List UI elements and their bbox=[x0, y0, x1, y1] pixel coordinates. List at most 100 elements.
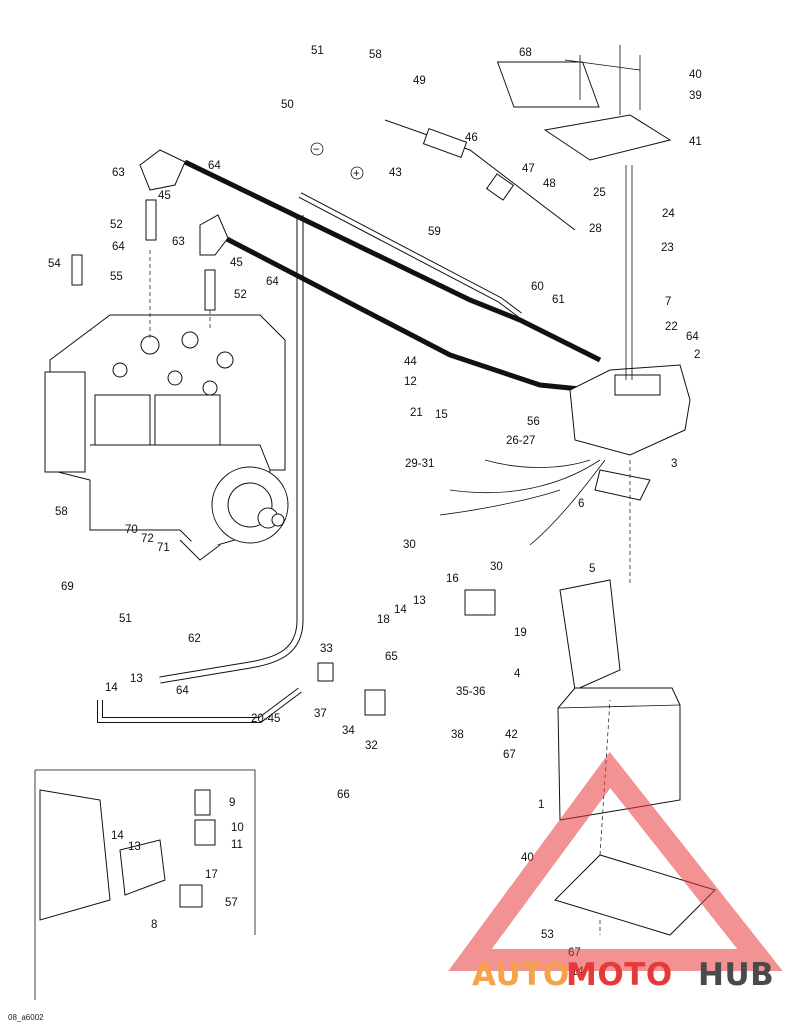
callout-63: 63 bbox=[112, 167, 125, 179]
strap-6 bbox=[594, 469, 651, 501]
battery-rack-41 bbox=[543, 45, 672, 161]
callout-38: 38 bbox=[451, 729, 464, 741]
callout-37: 37 bbox=[314, 708, 327, 720]
minus-symbol: − bbox=[313, 144, 320, 156]
callout-24: 24 bbox=[662, 208, 675, 220]
watermark-moto: MOTO bbox=[566, 957, 673, 993]
callout-11: 11 bbox=[231, 839, 243, 851]
engine-block bbox=[44, 314, 289, 561]
plus-symbol: + bbox=[353, 168, 360, 180]
callout-51: 51 bbox=[311, 45, 324, 57]
callout-56: 56 bbox=[527, 416, 540, 428]
callout-34: 34 bbox=[342, 725, 355, 737]
battery-cable-46 bbox=[384, 119, 576, 231]
hose-51-upper-inner bbox=[252, 57, 306, 216]
callout-58: 58 bbox=[369, 49, 382, 61]
callout-53: 53 bbox=[541, 929, 554, 941]
callout-70: 70 bbox=[125, 524, 138, 536]
callout-25: 25 bbox=[593, 187, 606, 199]
callout-2: 2 bbox=[694, 349, 700, 361]
plug-cap-63a bbox=[139, 149, 186, 191]
drawing-code: 08_a6002 bbox=[8, 1013, 44, 1022]
callout-14: 14 bbox=[105, 682, 118, 694]
callout-52: 52 bbox=[110, 219, 123, 231]
callout-33: 33 bbox=[320, 643, 333, 655]
callout-35-36: 35-36 bbox=[456, 686, 485, 698]
callout-64: 64 bbox=[208, 160, 221, 172]
callout-45: 45 bbox=[158, 190, 171, 202]
callout-3: 3 bbox=[671, 458, 677, 470]
callout-9: 9 bbox=[229, 797, 235, 809]
callout-17: 17 bbox=[205, 869, 218, 881]
callout-48: 48 bbox=[543, 178, 556, 190]
callout-68: 68 bbox=[519, 47, 532, 59]
callout-58: 58 bbox=[55, 506, 68, 518]
callout-54: 54 bbox=[48, 258, 61, 270]
sensor-54 bbox=[71, 254, 83, 286]
solenoid-16 bbox=[464, 589, 496, 616]
callout-47: 47 bbox=[522, 163, 535, 175]
callout-30: 30 bbox=[403, 539, 416, 551]
callout-46: 46 bbox=[465, 132, 478, 144]
callout-42: 42 bbox=[505, 729, 518, 741]
callout-61: 61 bbox=[552, 294, 565, 306]
callout-59: 59 bbox=[428, 226, 441, 238]
callout-13: 13 bbox=[128, 841, 141, 853]
callout-43: 43 bbox=[389, 167, 402, 179]
callout-19: 19 bbox=[514, 627, 527, 639]
callout-12: 12 bbox=[404, 376, 417, 388]
relay-32 bbox=[364, 689, 386, 716]
callout-45: 45 bbox=[230, 257, 243, 269]
callout-49: 49 bbox=[413, 75, 426, 87]
callout-22: 22 bbox=[665, 321, 678, 333]
callout-64: 64 bbox=[176, 685, 189, 697]
callout-41: 41 bbox=[689, 136, 702, 148]
callout-8: 8 bbox=[151, 919, 157, 931]
callout-13: 13 bbox=[413, 595, 426, 607]
line-art bbox=[34, 45, 716, 1000]
callout-51: 51 bbox=[119, 613, 132, 625]
callout-26-27: 26-27 bbox=[506, 435, 535, 447]
plug-cap-63b bbox=[199, 214, 229, 256]
callout-64: 64 bbox=[686, 331, 699, 343]
callout-40: 40 bbox=[689, 69, 702, 81]
callout-62: 62 bbox=[188, 633, 201, 645]
callout-16: 16 bbox=[446, 573, 459, 585]
callout-14: 14 bbox=[111, 830, 124, 842]
callout-72: 72 bbox=[141, 533, 154, 545]
callout-64: 64 bbox=[112, 241, 125, 253]
callout-44: 44 bbox=[404, 356, 417, 368]
callout-13: 13 bbox=[130, 673, 143, 685]
warning-triangle-icon bbox=[448, 751, 783, 971]
spark-plug-52b bbox=[204, 269, 216, 311]
callout-66: 66 bbox=[337, 789, 350, 801]
callout-65: 65 bbox=[385, 651, 398, 663]
plate-5 bbox=[559, 579, 621, 691]
inset-detail bbox=[39, 789, 216, 921]
watermark-auto: AUTO bbox=[472, 957, 570, 993]
callout-21: 21 bbox=[410, 407, 423, 419]
callout-30: 30 bbox=[490, 561, 503, 573]
callout-14: 14 bbox=[394, 604, 407, 616]
callout-63: 63 bbox=[172, 236, 185, 248]
callout-23: 23 bbox=[661, 242, 674, 254]
callout-5: 5 bbox=[589, 563, 595, 575]
callout-32: 32 bbox=[365, 740, 378, 752]
connector-33 bbox=[317, 662, 334, 682]
callout-28: 28 bbox=[589, 223, 602, 235]
callout-7: 7 bbox=[665, 296, 671, 308]
callout-55: 55 bbox=[110, 271, 123, 283]
strip-68 bbox=[496, 61, 600, 108]
callout-4: 4 bbox=[514, 668, 521, 680]
spark-plug-52a bbox=[145, 199, 157, 241]
callout-1: 1 bbox=[538, 799, 544, 811]
callout-71: 71 bbox=[157, 542, 170, 554]
callout-29-31: 29-31 bbox=[405, 458, 434, 470]
callout-10: 10 bbox=[231, 822, 244, 834]
callout-52: 52 bbox=[234, 289, 247, 301]
hose-51-upper bbox=[253, 59, 305, 216]
callout-64: 64 bbox=[266, 276, 279, 288]
callout-6: 6 bbox=[578, 498, 584, 510]
